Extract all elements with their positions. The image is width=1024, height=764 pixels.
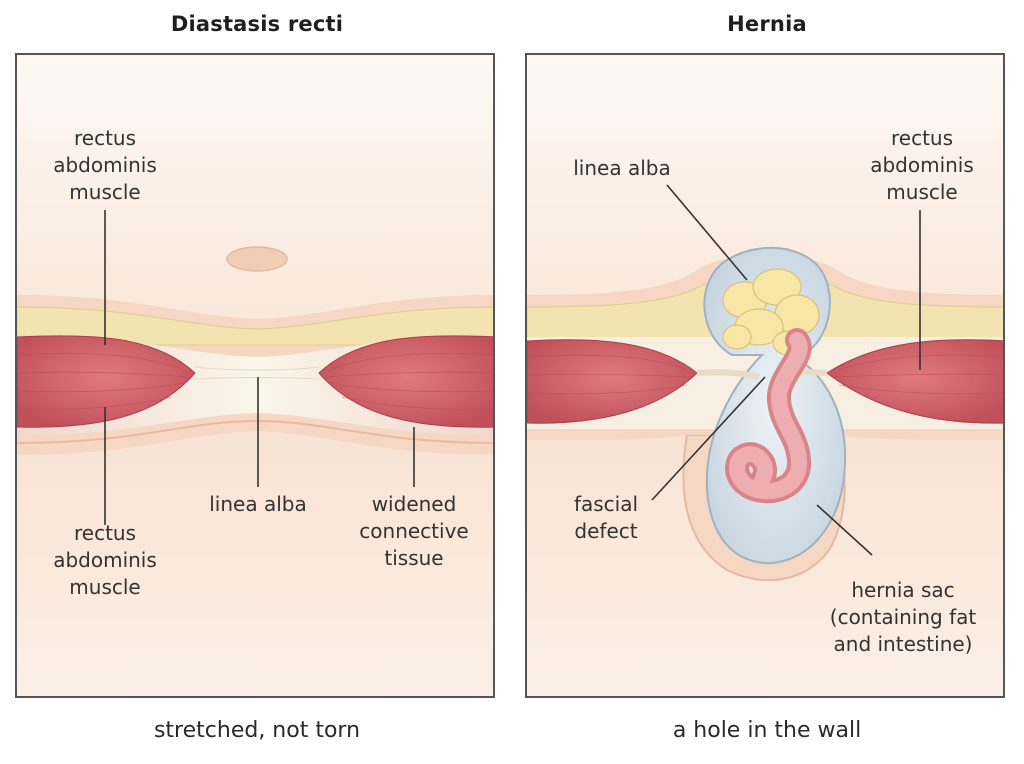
label-widened-tissue: widened connective tissue xyxy=(359,492,469,570)
label-hernia-linea-alba: linea alba xyxy=(573,156,671,180)
left-panel-caption: stretched, not torn xyxy=(153,718,361,743)
diastasis-panel: rectus abdominis muscle rectus abdominis… xyxy=(15,53,495,698)
hernia-panel: linea alba rectus abdominis muscle fasci… xyxy=(525,53,1005,698)
hernia-illustration xyxy=(527,55,1003,696)
label-linea-alba: linea alba xyxy=(209,492,307,516)
label-rectus-top: rectus abdominis muscle xyxy=(53,126,157,204)
label-rectus-bottom: rectus abdominis muscle xyxy=(53,521,157,599)
label-hernia-rectus: rectus abdominis muscle xyxy=(870,126,974,204)
right-panel-title: Hernia xyxy=(727,12,807,36)
label-fascial-defect: fascial defect xyxy=(573,492,639,543)
label-hernia-sac: hernia sac (containing fat and intestine… xyxy=(829,578,977,656)
diastasis-illustration xyxy=(17,55,493,696)
left-panel-title: Diastasis recti xyxy=(170,12,344,36)
right-panel-caption: a hole in the wall xyxy=(672,718,862,743)
